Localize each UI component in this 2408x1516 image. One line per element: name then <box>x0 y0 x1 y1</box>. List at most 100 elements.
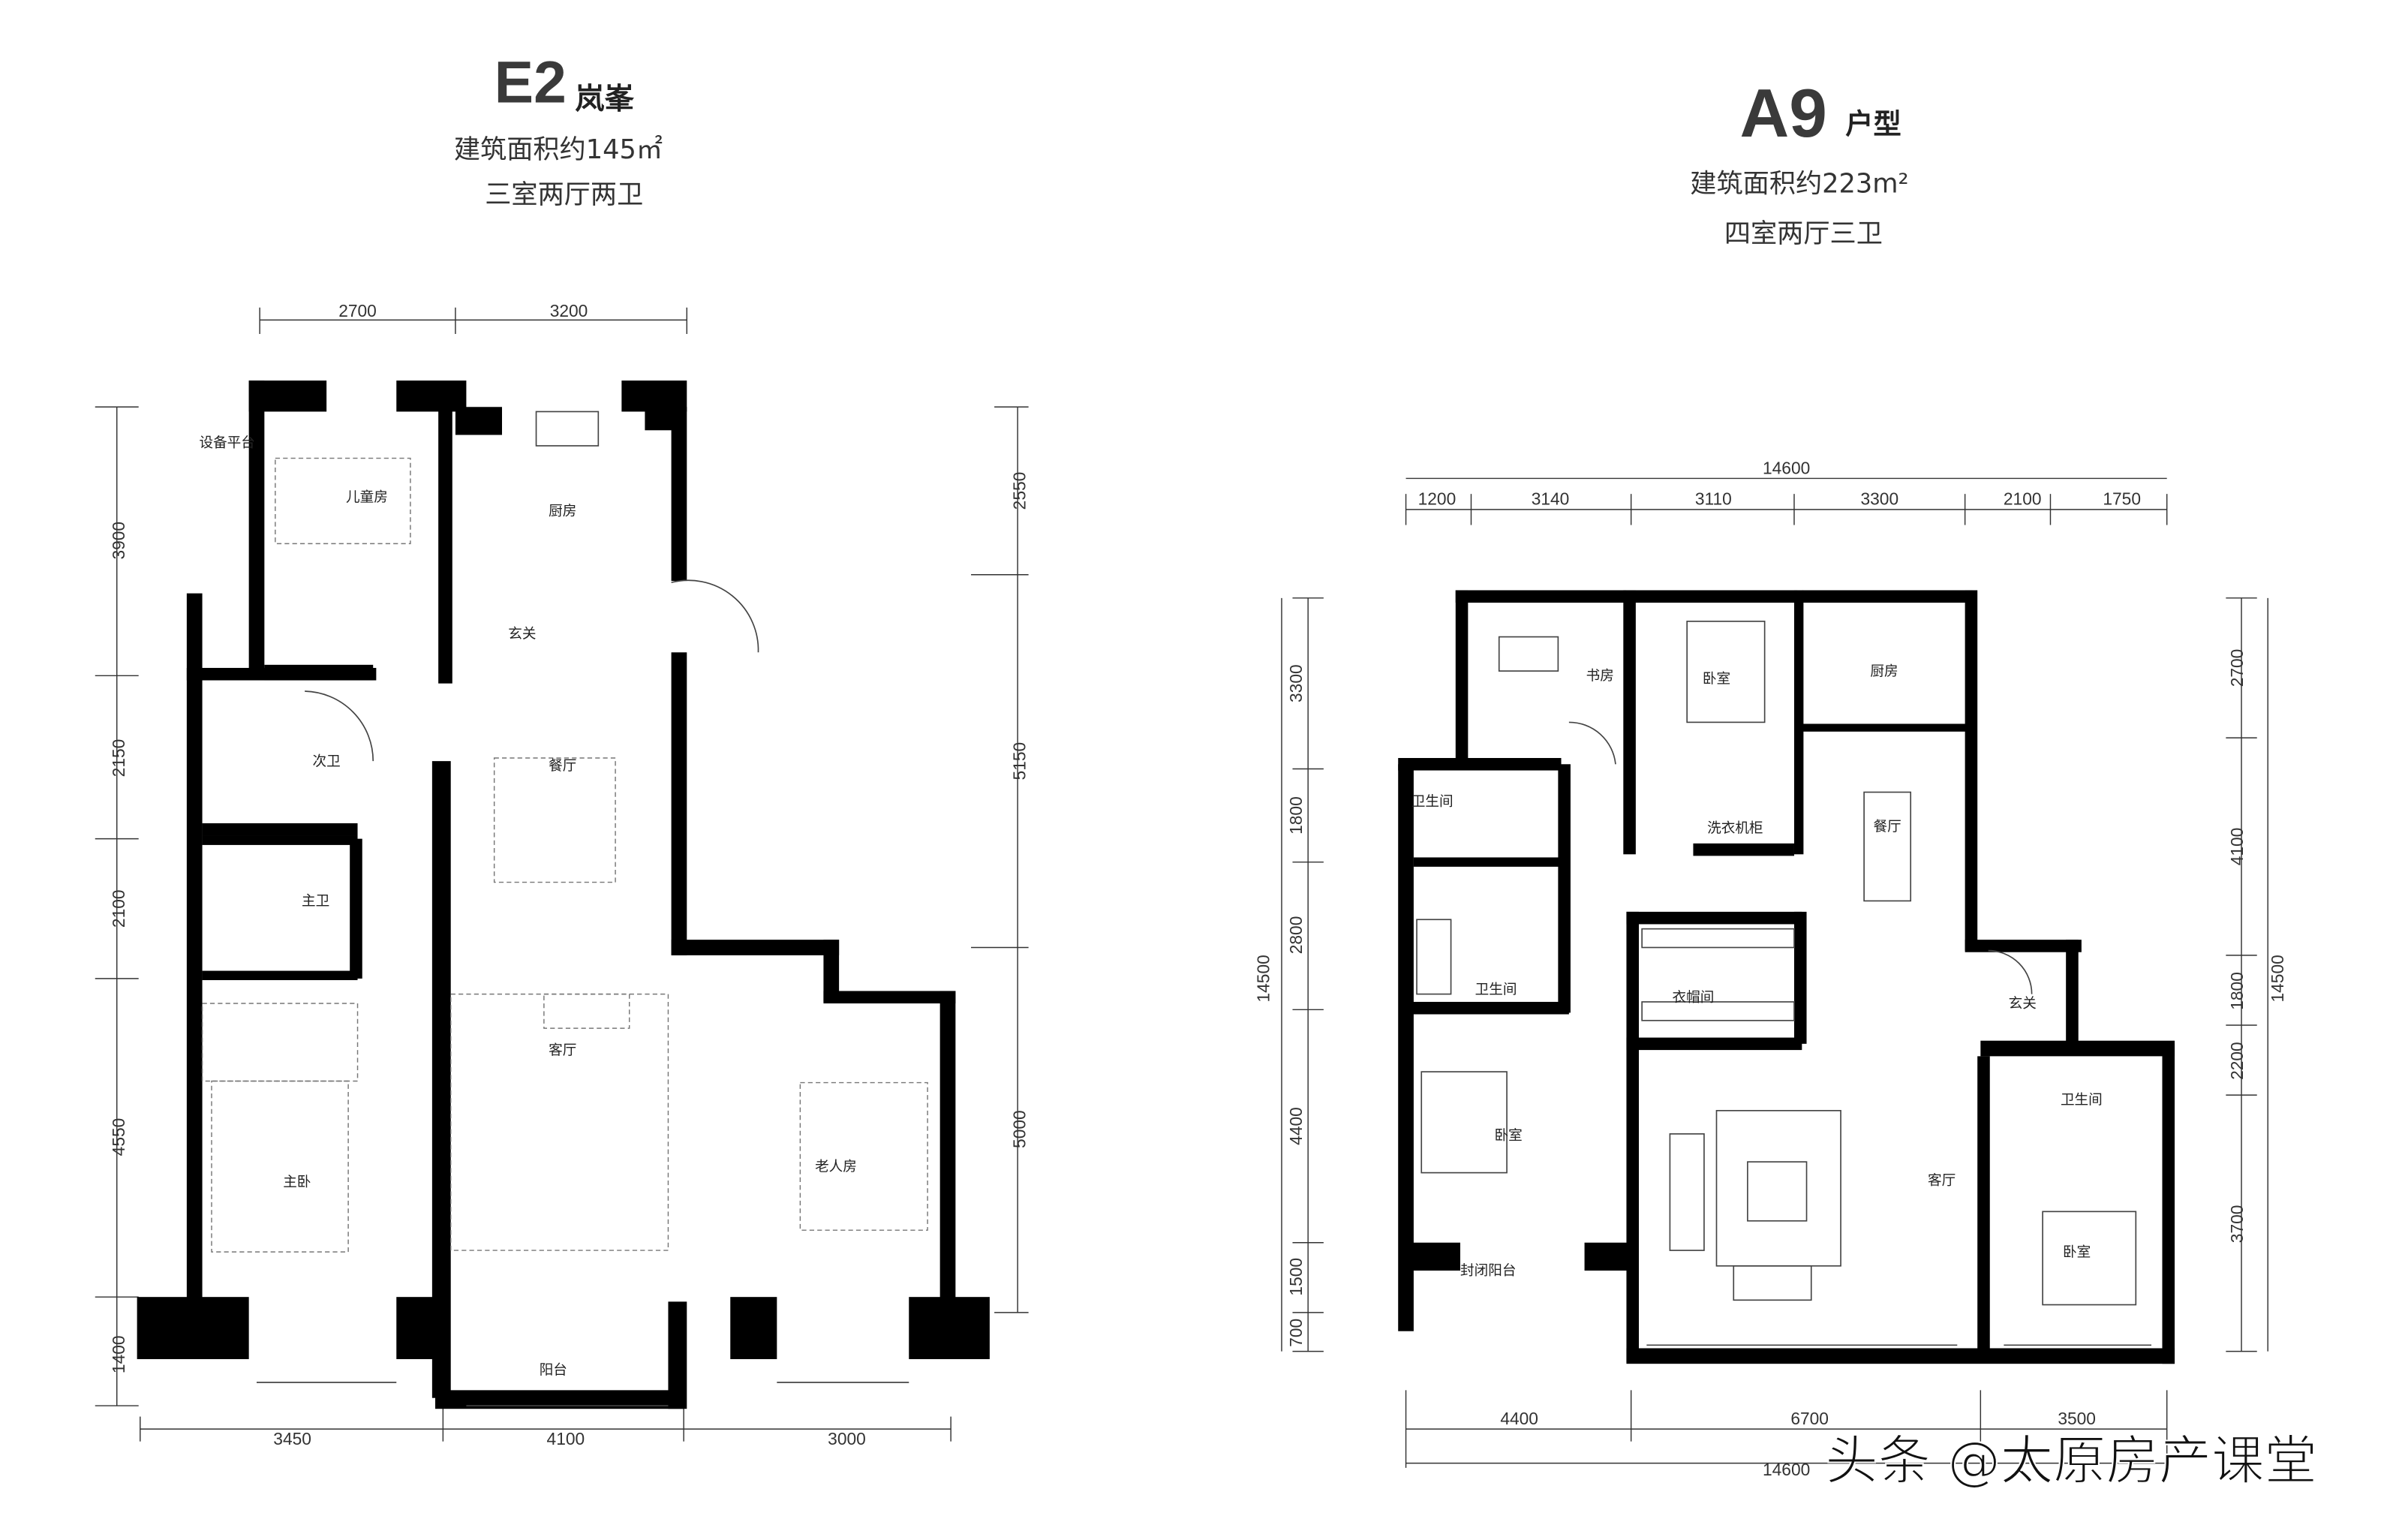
a9-dim-top-1: 1200 <box>1418 489 1457 509</box>
a9-dim-top-5: 2100 <box>2004 489 2042 509</box>
a9-dim-bottom-total: 14600 <box>1763 1460 1810 1479</box>
a9-dim-left-3: 2800 <box>1286 916 1306 955</box>
wall-segment <box>1802 590 1973 603</box>
e2-room-equipment-platform: 设备平台 <box>199 435 254 451</box>
wall-segment <box>671 407 687 582</box>
a9-dim-top-total: 14600 <box>1763 458 1810 477</box>
a9-dim-top-6: 1750 <box>2103 489 2141 509</box>
e2-header: E2 岚峯 建筑面积约145㎡ 三室两厅两卫 <box>454 50 663 211</box>
wall-segment <box>823 940 840 1002</box>
e2-room-living: 客厅 <box>549 1042 576 1058</box>
a9-room-bath-3: 卫生间 <box>2061 1093 2103 1108</box>
wall-segment <box>264 664 374 681</box>
wall-segment <box>1398 758 1562 771</box>
e2-dim-left-2: 2150 <box>109 739 128 778</box>
e2-fixtures <box>201 411 928 1406</box>
wall-segment <box>1980 1040 2175 1057</box>
wall-segment <box>621 381 687 412</box>
wall-segment <box>1398 764 1414 1331</box>
e2-dimensions: 2700 3200 3900 2150 2100 4550 1400 2550 … <box>95 301 1029 1448</box>
wall-segment <box>1623 590 1636 855</box>
e2-room-balcony: 阳台 <box>540 1363 567 1379</box>
wall-segment <box>1455 590 1627 603</box>
a9-dim-right-3: 1800 <box>2227 972 2247 1010</box>
wall-segment <box>1455 590 1469 765</box>
e2-code: E2 <box>495 50 567 116</box>
wall-segment <box>671 652 687 955</box>
wall-segment <box>248 381 265 676</box>
a9-layout: 四室两厅三卫 <box>1724 218 1883 249</box>
a9-room-laundry: 洗衣机柜 <box>1707 820 1763 836</box>
a9-dim-top-2: 3140 <box>1532 489 1570 509</box>
wall-segment <box>2162 1043 2175 1364</box>
wall-segment <box>431 761 451 1398</box>
a9-dim-right-total: 14500 <box>2268 955 2287 1002</box>
wall-segment <box>1623 590 1798 603</box>
wall-segment <box>1793 911 1807 1044</box>
a9-dim-right-5: 3700 <box>2227 1205 2247 1244</box>
watermark: 头条 @太原房产课堂 <box>1825 1430 2317 1491</box>
e2-dim-top-2: 3200 <box>550 301 588 320</box>
e2-area: 建筑面积约145㎡ <box>454 134 663 165</box>
a9-dim-bottom-2: 6700 <box>1790 1409 1829 1428</box>
wall-segment <box>455 407 503 435</box>
e2-room-elder: 老人房 <box>815 1160 857 1175</box>
wall-segment <box>671 940 840 955</box>
wall-segment <box>2066 940 2079 1049</box>
a9-room-enclosed-balcony: 封闭阳台 <box>1460 1263 1516 1279</box>
e2-dim-right-3: 5000 <box>1009 1110 1029 1148</box>
e2-dim-left-1: 3900 <box>109 522 128 560</box>
e2-room-master-bath: 主卫 <box>302 894 329 910</box>
wall-segment <box>1413 857 1562 867</box>
e2-room-kids: 儿童房 <box>346 490 388 506</box>
wall-segment <box>1793 590 1804 855</box>
e2-dim-right-1: 2550 <box>1009 472 1029 510</box>
wall-segment <box>202 823 358 836</box>
e2-room-master-bedroom: 主卧 <box>283 1175 311 1190</box>
a9-room-bedroom-east: 卧室 <box>2063 1244 2091 1260</box>
wall-segment <box>1626 911 1802 925</box>
a9-header: A9 户型 建筑面积约223m² 四室两厅三卫 <box>1690 76 1908 249</box>
wall-segment <box>1965 940 2082 952</box>
wall-segment <box>137 1297 249 1359</box>
a9-room-foyer: 玄关 <box>2009 996 2037 1012</box>
a9-room-bedroom-north: 卧室 <box>1703 672 1730 687</box>
a9-room-bath-2: 卫生间 <box>1475 982 1517 998</box>
wall-segment <box>1802 723 1973 732</box>
e2-dim-top-1: 2700 <box>338 301 377 320</box>
wall-segment <box>396 1297 443 1359</box>
wall-segment <box>668 1301 687 1409</box>
a9-room-kitchen: 厨房 <box>1870 663 1898 679</box>
wall-segment <box>1965 590 1978 951</box>
a9-room-bath-1: 卫生间 <box>1411 794 1454 810</box>
a9-dim-right-2: 4100 <box>2227 828 2247 866</box>
e2-dim-right-2: 5150 <box>1009 742 1029 781</box>
wall-segment <box>823 991 956 1004</box>
a9-dim-bottom-1: 4400 <box>1500 1409 1538 1428</box>
e2-room-foyer: 玄关 <box>508 627 536 642</box>
e2-dim-left-4: 4550 <box>109 1118 128 1157</box>
e2-dim-bottom-2: 4100 <box>547 1429 585 1448</box>
a9-room-study: 书房 <box>1586 669 1614 684</box>
wall-segment <box>730 1297 777 1359</box>
a9-dim-left-total: 14500 <box>1253 955 1273 1002</box>
e2-dim-bottom-1: 3450 <box>273 1429 311 1448</box>
wall-segment <box>396 381 467 412</box>
wall-segment <box>186 593 203 1301</box>
a9-dim-left-6: 700 <box>1286 1319 1306 1347</box>
e2-room-second-bath: 次卫 <box>313 753 341 769</box>
wall-segment <box>909 1297 990 1359</box>
a9-room-dining: 餐厅 <box>1874 819 1901 835</box>
e2-name: 岚峯 <box>575 83 634 116</box>
wall-segment <box>202 835 358 845</box>
wall-segment <box>438 407 452 684</box>
a9-dim-left-1: 3300 <box>1286 664 1306 702</box>
a9-dim-right-1: 2700 <box>2227 649 2247 687</box>
wall-segment <box>1693 843 1794 856</box>
wall-segment <box>939 991 956 1302</box>
a9-code: A9 <box>1740 76 1827 152</box>
wall-segment <box>350 838 362 979</box>
a9-dim-top-4: 3300 <box>1860 489 1898 509</box>
a9-name: 户型 <box>1845 107 1901 140</box>
